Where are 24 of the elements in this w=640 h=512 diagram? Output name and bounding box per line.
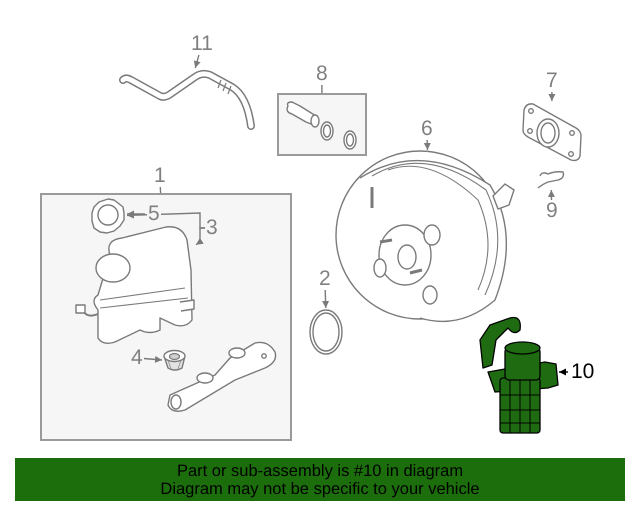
reservoir-drawing [75, 226, 196, 344]
grommet-drawing [162, 350, 187, 372]
clip-drawing [536, 169, 566, 190]
leader-arrow [424, 140, 431, 150]
callout-number: 11 [190, 33, 214, 55]
notice-text: Diagram may not be specific to your vehicle [160, 480, 480, 498]
leader-arrow [322, 290, 330, 308]
notice-banner [15, 458, 625, 501]
hose-drawing [116, 68, 257, 132]
leader-arrow [127, 210, 145, 218]
leader-arrow [559, 368, 568, 376]
leader-line [321, 85, 323, 93]
leader-arrow [548, 92, 556, 101]
o-ring-drawing [308, 308, 345, 356]
leader-arrow [196, 227, 205, 246]
parts-group-box [40, 193, 292, 441]
leader-arrow [144, 356, 162, 363]
leader-arrow [194, 54, 201, 68]
parts-group-box [277, 93, 367, 156]
gasket-drawing [521, 101, 583, 163]
cap-drawing [90, 197, 127, 235]
leader-line [160, 186, 162, 194]
leader-arrow [548, 190, 555, 200]
notice-text: Part or sub-assembly is #10 in diagram [176, 462, 464, 480]
